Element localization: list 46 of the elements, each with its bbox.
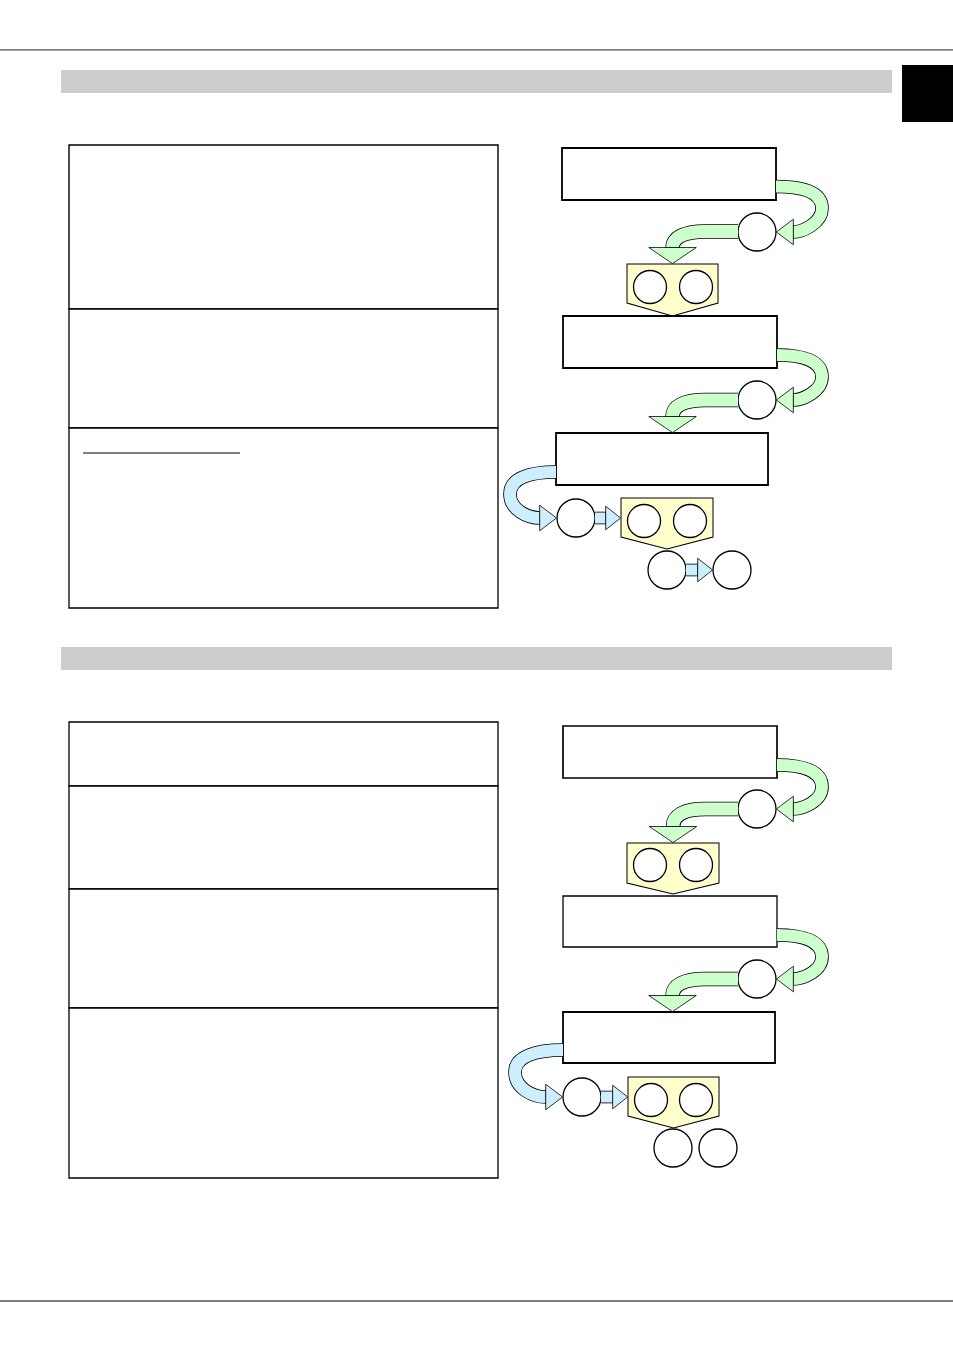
circle-node	[632, 269, 668, 305]
table-cell	[68, 721, 499, 787]
curved-arrow	[775, 179, 829, 246]
circle-node	[737, 959, 777, 999]
table-cell	[68, 144, 499, 310]
circle-node	[626, 503, 662, 539]
circle-node	[653, 1128, 693, 1168]
section-bar	[61, 647, 892, 670]
bent-arrow	[648, 971, 738, 1012]
process-box	[562, 1011, 776, 1064]
section-bar	[61, 70, 892, 93]
circle-node	[672, 503, 708, 539]
table-cell	[68, 785, 499, 890]
process-box	[555, 432, 769, 486]
process-box	[562, 315, 778, 369]
bent-arrow	[648, 224, 738, 264]
curved-arrow	[776, 758, 829, 823]
curved-arrow	[508, 1043, 564, 1111]
curved-arrow	[776, 348, 829, 414]
process-box	[562, 725, 778, 779]
circle-node	[698, 1128, 738, 1168]
circle-node	[678, 1082, 714, 1118]
bent-arrow	[648, 392, 738, 433]
table-cell	[68, 1007, 499, 1179]
bent-arrow	[648, 801, 738, 843]
block-arrow	[601, 1084, 628, 1110]
process-box	[561, 147, 777, 201]
circle-node	[633, 1082, 669, 1118]
circle-node	[647, 550, 687, 590]
table-cell	[68, 308, 499, 429]
curved-arrow	[503, 465, 557, 532]
circle-node	[678, 847, 714, 883]
table-cell	[68, 888, 499, 1009]
process-box	[562, 895, 778, 948]
block-arrow	[686, 557, 713, 583]
curved-arrow	[776, 928, 829, 993]
table-cell	[68, 427, 499, 609]
circle-node	[737, 380, 777, 420]
circle-node	[737, 212, 777, 252]
circle-node	[737, 789, 777, 829]
circle-node	[632, 847, 668, 883]
circle-node	[556, 498, 596, 538]
block-arrow	[595, 505, 621, 531]
circle-node	[562, 1077, 602, 1117]
circle-node	[712, 550, 752, 590]
circle-node	[678, 269, 714, 305]
